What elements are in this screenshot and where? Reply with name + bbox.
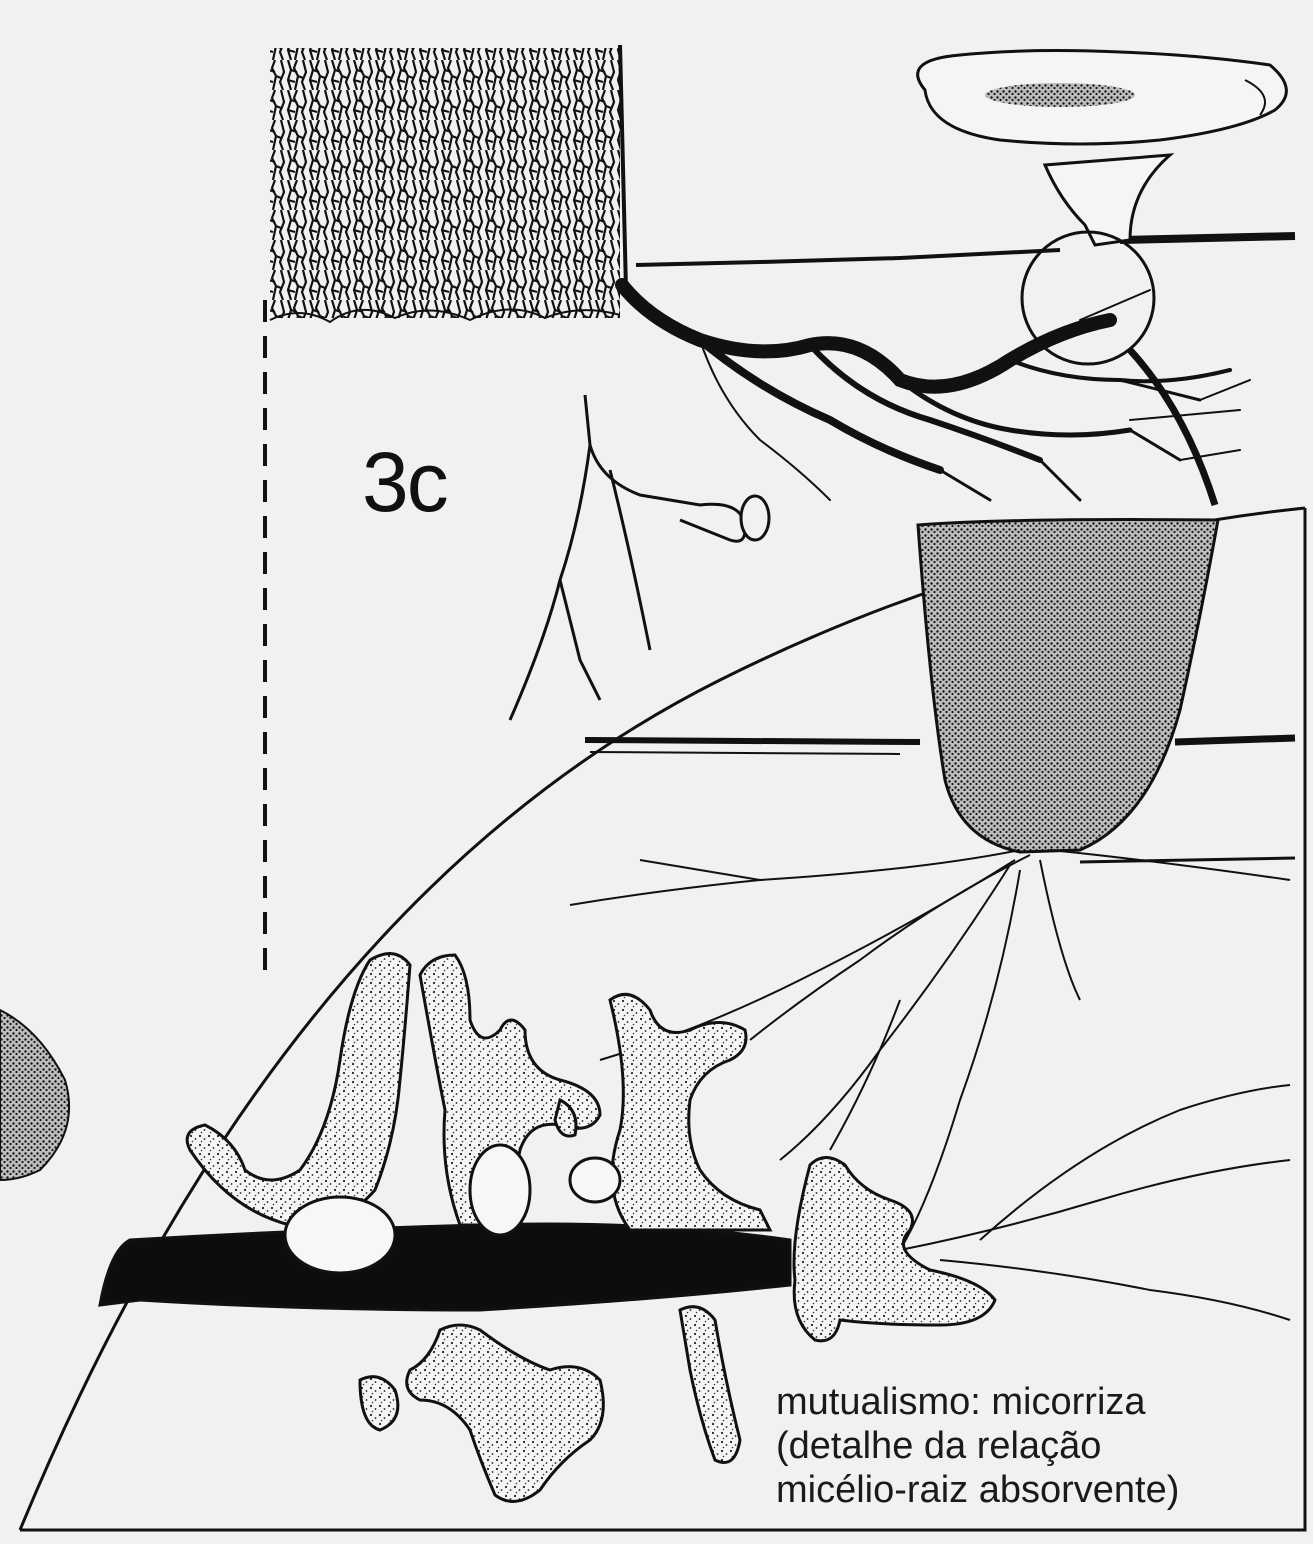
tree-trunk: [270, 45, 626, 322]
absorbent-root: [100, 1224, 790, 1310]
magnifier-arrow: [1130, 350, 1215, 505]
left-edge-fungus: [0, 1010, 69, 1180]
tree-roots: [622, 285, 1250, 500]
caption-line-3: micélio-raiz absorvente): [776, 1468, 1179, 1512]
caption-line-1: mutualismo: micorriza: [776, 1380, 1179, 1424]
caption: mutualismo: micorriza (detalhe da relaçã…: [776, 1380, 1179, 1512]
root-tip: [510, 395, 769, 720]
magnifier-circle: [1022, 232, 1154, 364]
figure-label: 3c: [362, 440, 447, 524]
mushroom-stem-detail: [918, 520, 1218, 852]
caption-line-2: (detalhe da relação: [776, 1424, 1179, 1468]
mushroom: [918, 51, 1287, 245]
